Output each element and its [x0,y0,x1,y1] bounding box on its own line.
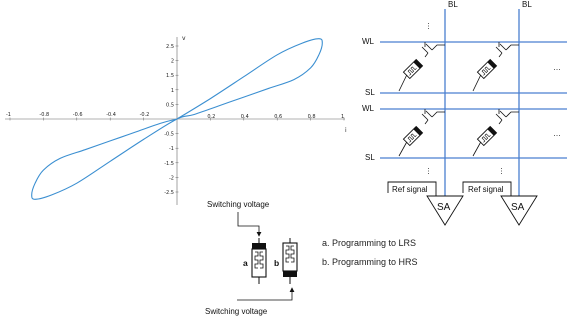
ref-signal-label-2: Ref signal [468,185,504,194]
source-line-label-1: SL [365,88,375,97]
x-tick-label: 0.8 [308,114,316,120]
switching-arrow-top [237,212,262,237]
legend-lrs: a. Programming to LRS [322,238,416,248]
x-tick-label: 1 [341,114,344,120]
x-tick-label: -1 [6,112,11,118]
y-tick-label: 2.5 [166,44,174,50]
sense-amplifier-label-2: SA [511,202,525,213]
device-a-icon [251,238,267,284]
bit-line-label-2: BL [522,0,532,9]
memory-cell [398,109,445,157]
device-a-label: a [243,258,248,268]
y-tick-label: -0.5 [164,132,174,138]
y-tick-label: -1 [169,146,174,152]
x-tick-label: -0.2 [140,112,150,118]
y-tick-label: 1.5 [166,73,174,79]
ellipsis-bottom-1: … [426,167,435,175]
memory-cell [398,42,445,92]
switching-voltage-bottom-label: Switching voltage [205,307,268,316]
y-axis-label: v [182,35,186,42]
x-tick-label: -0.8 [39,112,49,118]
sense-amplifier-2 [500,195,538,226]
source-line-label-2: SL [365,153,375,162]
y-tick-label: -1.5 [164,161,174,167]
ellipsis-top: … [426,22,435,30]
word-line-label-1: WL [362,37,375,46]
x-tick-label: 0.2 [207,114,215,120]
ref-signal-label-1: Ref signal [392,185,428,194]
ref-signal-wire-1 [387,181,437,199]
word-line-label-2: WL [362,104,375,113]
sense-amplifier-1 [426,195,464,226]
y-tick-label: -2.5 [164,190,174,196]
device-b-label: b [274,258,279,268]
memory-cell [472,109,519,157]
hysteresis-curve [31,38,323,200]
ref-signal-wire-2 [462,181,512,199]
y-tick-label: 2 [171,59,174,65]
sense-amplifier-label-1: SA [437,202,451,213]
iv-hysteresis-chart: -1 -0.8 -0.6 -0.4 -0.2 0.2 0.4 0.6 0.8 1 2.5 2 1.5 1… [5,35,347,205]
ellipsis-row-2: … [553,129,561,138]
device-b-icon [282,238,298,284]
crossbar-array: BL BL WL SL WL SL … … … … … Ref signal R… [362,0,567,226]
bit-line-label-1: BL [448,0,458,9]
switching-voltage-top-label: Switching voltage [207,200,270,209]
y-tick-label: 1 [171,88,174,94]
x-tick-label: -0.6 [73,112,83,118]
memory-cell [472,42,519,92]
x-tick-label: -0.4 [106,112,116,118]
ellipsis-row-1: … [553,63,561,72]
x-tick-label: 0.4 [241,114,249,120]
switching-arrow-bottom [237,287,295,301]
x-tick-label: 0.6 [274,114,282,120]
y-tick-label: -2 [169,175,174,181]
x-axis-label: i [345,127,347,134]
ellipsis-bottom-2: … [499,167,508,175]
legend-hrs: b. Programming to HRS [322,257,418,267]
switching-voltage-diagram: Switching voltage a b Switching voltage … [205,200,418,316]
y-tick-label: 0.5 [166,102,174,108]
